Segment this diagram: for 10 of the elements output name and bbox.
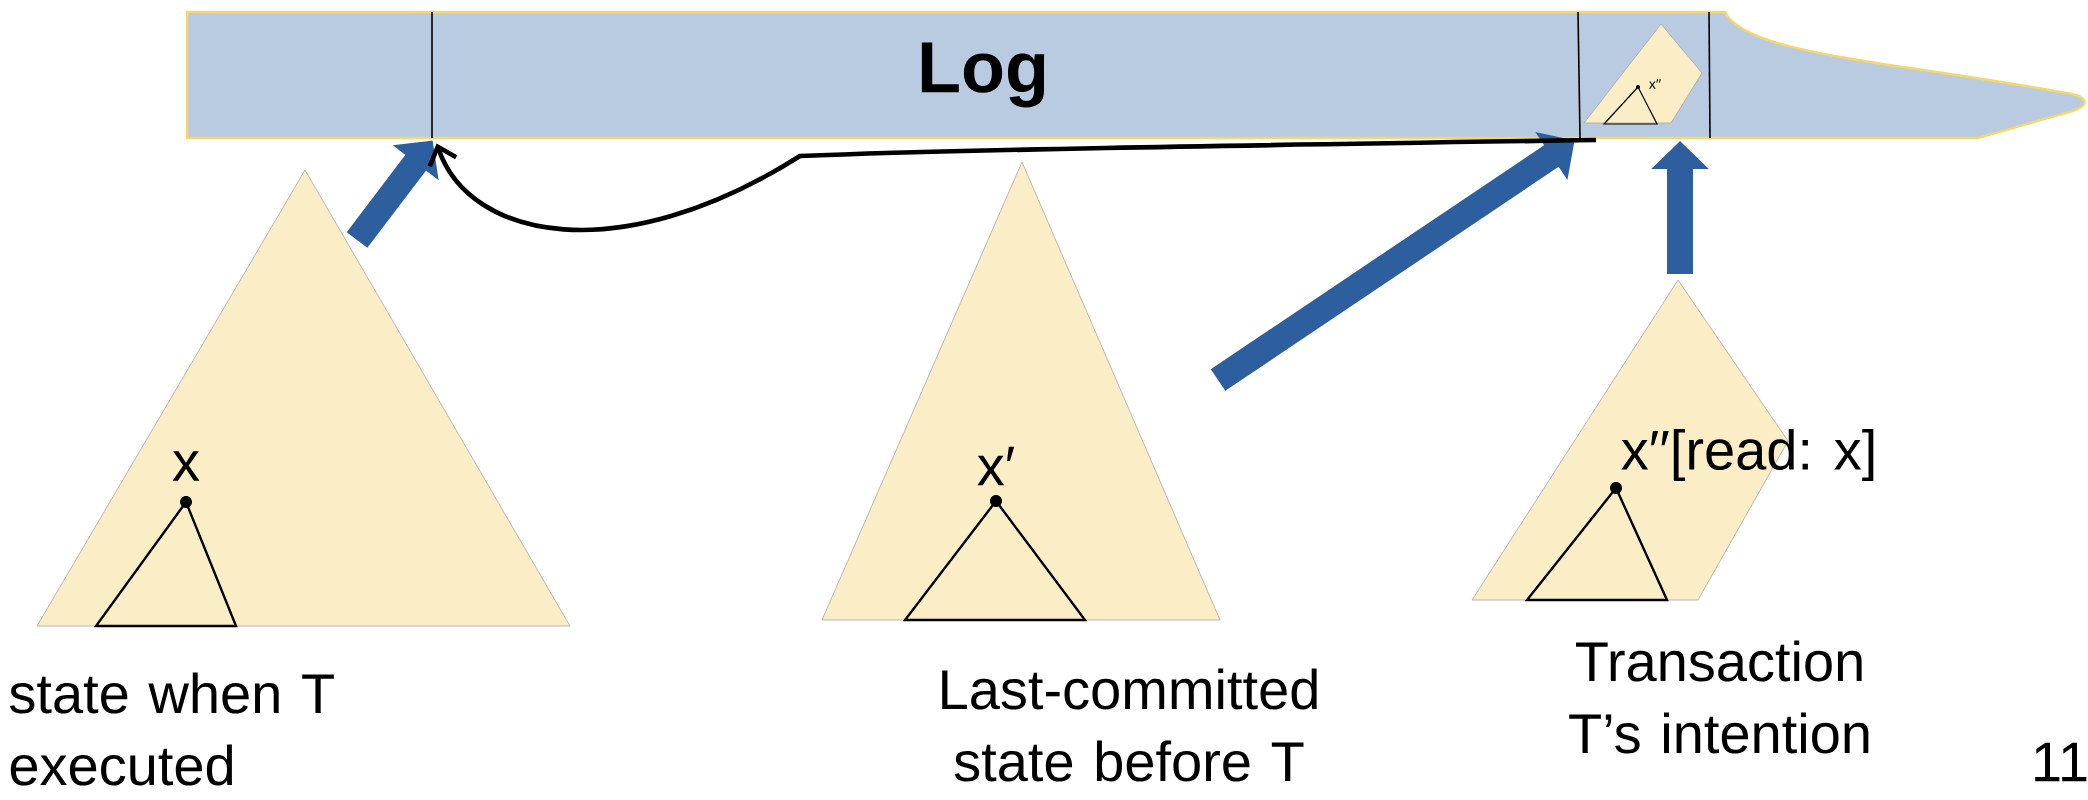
page-number: 11: [2035, 742, 2087, 782]
node-label: Transaction T’s intention: [1569, 640, 1869, 754]
node-label: x′′: [1649, 79, 1661, 89]
node-label: Last-committed state before T: [942, 668, 1317, 782]
node-label: x: [172, 451, 200, 481]
node-label: x′: [977, 446, 1015, 486]
arrow: [427, 137, 1597, 232]
log-title: Log: [921, 42, 1045, 108]
node-label: x′′[read: x]: [1621, 428, 1874, 482]
node-label: state when T executed: [10, 672, 334, 786]
